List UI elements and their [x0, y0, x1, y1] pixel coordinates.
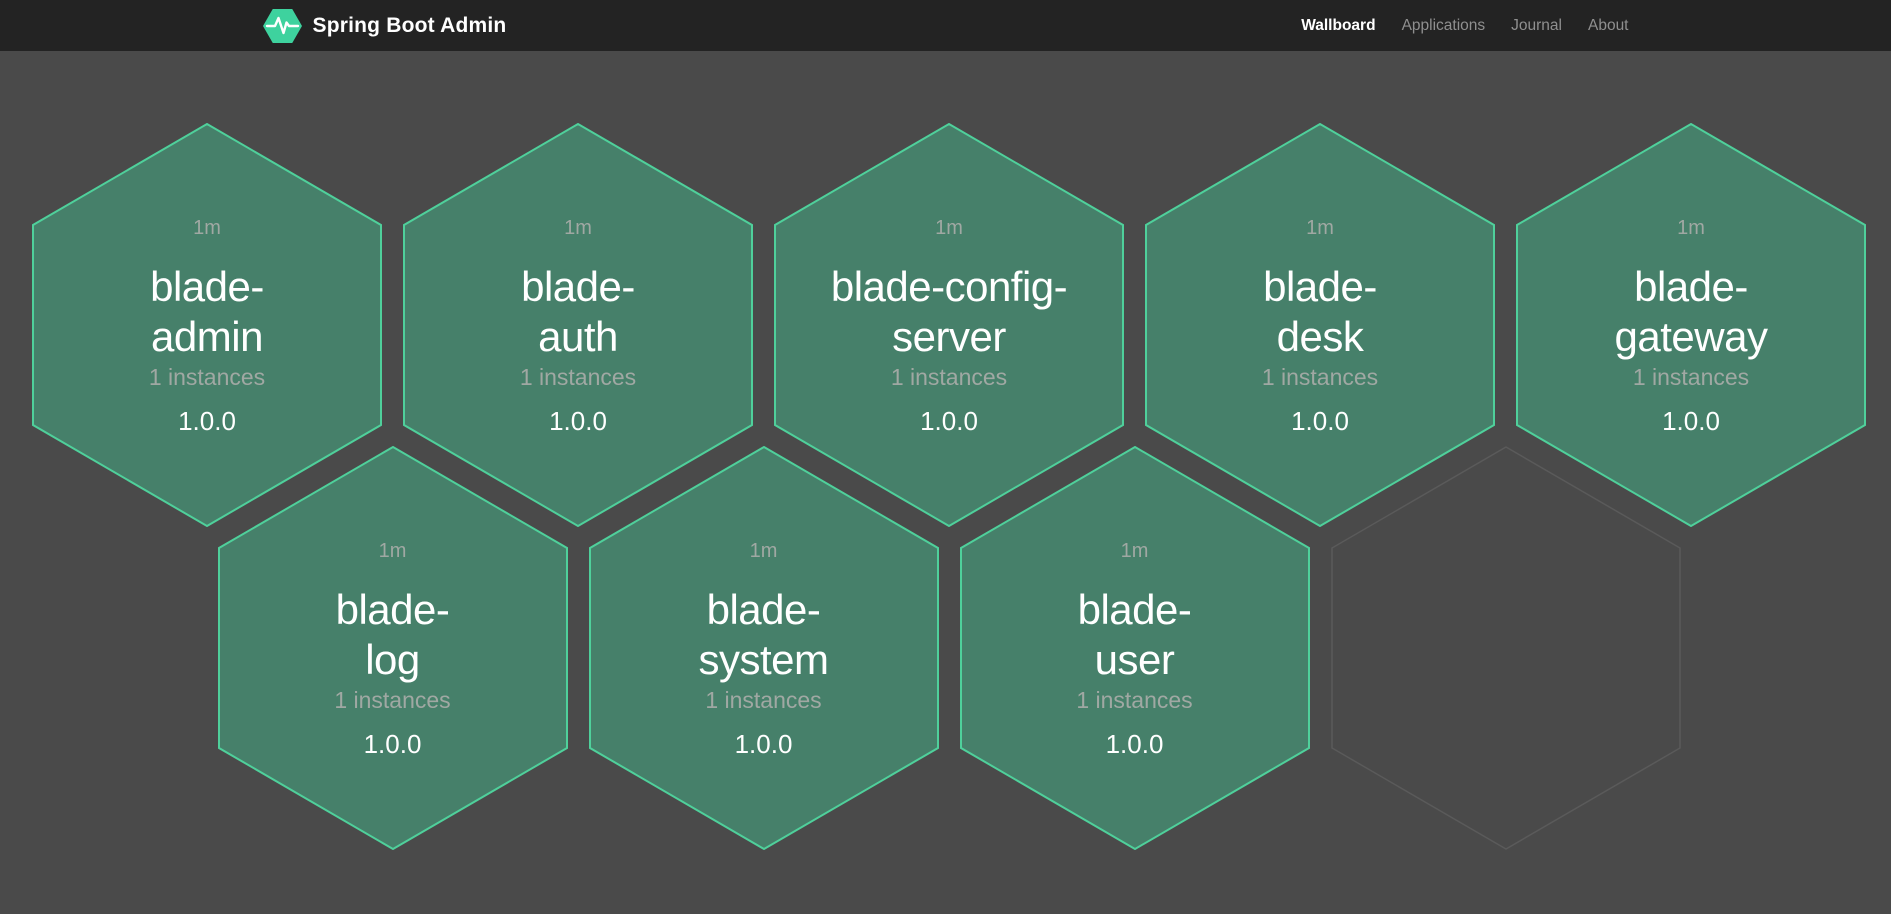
app-name: blade-system: [698, 586, 829, 683]
hexagon-shape: [959, 446, 1310, 850]
hexagon-empty-slot: [1330, 446, 1681, 850]
nav-link-journal[interactable]: Journal: [1511, 16, 1562, 34]
hexagon-content: 1m blade-admin 1 instances 1.0.0: [32, 123, 382, 527]
hexagon-content: 1m blade-system 1 instances 1.0.0: [589, 446, 939, 850]
app-uptime: 1m: [564, 217, 592, 239]
app-version: 1.0.0: [1105, 729, 1164, 759]
app-uptime: 1m: [1306, 217, 1334, 239]
app-name: blade-desk: [1263, 263, 1377, 360]
hexagon-content: 1m blade-gateway 1 instances 1.0.0: [1516, 123, 1866, 527]
nav-link-applications[interactable]: Applications: [1401, 16, 1486, 34]
app-name: blade-config-server: [830, 263, 1068, 360]
hexagon-content: 1m blade-desk 1 instances 1.0.0: [1145, 123, 1495, 527]
app-version: 1.0.0: [363, 729, 422, 759]
hexagon-app-blade-admin[interactable]: 1m blade-admin 1 instances 1.0.0: [32, 123, 382, 527]
app-name: blade-admin: [150, 263, 264, 360]
hexagon-content: 1m blade-log 1 instances 1.0.0: [218, 446, 568, 850]
hexagon-content: 1m blade-config-server 1 instances 1.0.0: [774, 123, 1124, 527]
hexagon-app-blade-user[interactable]: 1m blade-user 1 instances 1.0.0: [959, 446, 1310, 850]
app-name: blade-auth: [521, 263, 635, 360]
app-uptime: 1m: [749, 540, 778, 562]
app-uptime: 1m: [378, 540, 407, 562]
app-version: 1.0.0: [1291, 406, 1349, 436]
app-version: 1.0.0: [920, 406, 978, 436]
nav-link-wallboard[interactable]: Wallboard: [1301, 16, 1376, 34]
hexagon-shape: [1330, 446, 1681, 850]
app-uptime: 1m: [1677, 217, 1705, 239]
brand-link[interactable]: Spring Boot Admin: [262, 8, 507, 43]
navbar-links: Wallboard Applications Journal About: [1288, 11, 1628, 41]
hexagon-shape: [1516, 123, 1866, 527]
hexagon-app-blade-system[interactable]: 1m blade-system 1 instances 1.0.0: [588, 446, 939, 850]
app-version: 1.0.0: [1662, 406, 1720, 436]
app-name: blade-log: [335, 586, 450, 683]
hexagon-shape: [32, 123, 382, 527]
app-version: 1.0.0: [549, 406, 607, 436]
hexagon-shape: [217, 446, 568, 850]
app-instances-count: 1 instances: [519, 364, 637, 390]
hexagon-app-blade-config-server[interactable]: 1m blade-config-server 1 instances 1.0.0: [774, 123, 1124, 527]
app-version: 1.0.0: [734, 729, 793, 759]
wallboard: 1m blade-admin 1 instances 1.0.0 1m blad…: [0, 51, 1891, 914]
app-name: blade-gateway: [1614, 263, 1768, 360]
hexagon-shape: [1145, 123, 1495, 527]
app-version: 1.0.0: [178, 406, 236, 436]
nav-link-about[interactable]: About: [1587, 16, 1629, 34]
app-instances-count: 1 instances: [890, 364, 1008, 390]
app-uptime: 1m: [1120, 540, 1149, 562]
navbar-container: Spring Boot Admin Wallboard Applications J…: [262, 0, 1629, 51]
app-instances-count: 1 instances: [334, 687, 451, 713]
top-navbar: Spring Boot Admin Wallboard Applications J…: [0, 0, 1891, 51]
hexagon-app-blade-gateway[interactable]: 1m blade-gateway 1 instances 1.0.0: [1516, 123, 1866, 527]
hexagon-shape: [588, 446, 939, 850]
app-name: blade-user: [1077, 586, 1192, 683]
hexagon-shape: [403, 123, 753, 527]
app-instances-count: 1 instances: [148, 364, 266, 390]
app-instances-count: 1 instances: [705, 687, 822, 713]
brand-title: Spring Boot Admin: [312, 13, 507, 37]
app-instances-count: 1 instances: [1261, 364, 1379, 390]
hexagon-content: 1m blade-auth 1 instances 1.0.0: [403, 123, 753, 527]
hexagon-app-blade-auth[interactable]: 1m blade-auth 1 instances 1.0.0: [403, 123, 753, 527]
hexagon-content: 1m blade-user 1 instances 1.0.0: [960, 446, 1310, 850]
app-instances-count: 1 instances: [1632, 364, 1750, 390]
pulse-hexagon-icon: [262, 8, 302, 43]
hexagon-shape: [774, 123, 1124, 527]
app-uptime: 1m: [193, 217, 221, 239]
app-instances-count: 1 instances: [1076, 687, 1193, 713]
hexagon-app-blade-log[interactable]: 1m blade-log 1 instances 1.0.0: [217, 446, 568, 850]
app-uptime: 1m: [935, 217, 963, 239]
hexagon-app-blade-desk[interactable]: 1m blade-desk 1 instances 1.0.0: [1145, 123, 1495, 527]
